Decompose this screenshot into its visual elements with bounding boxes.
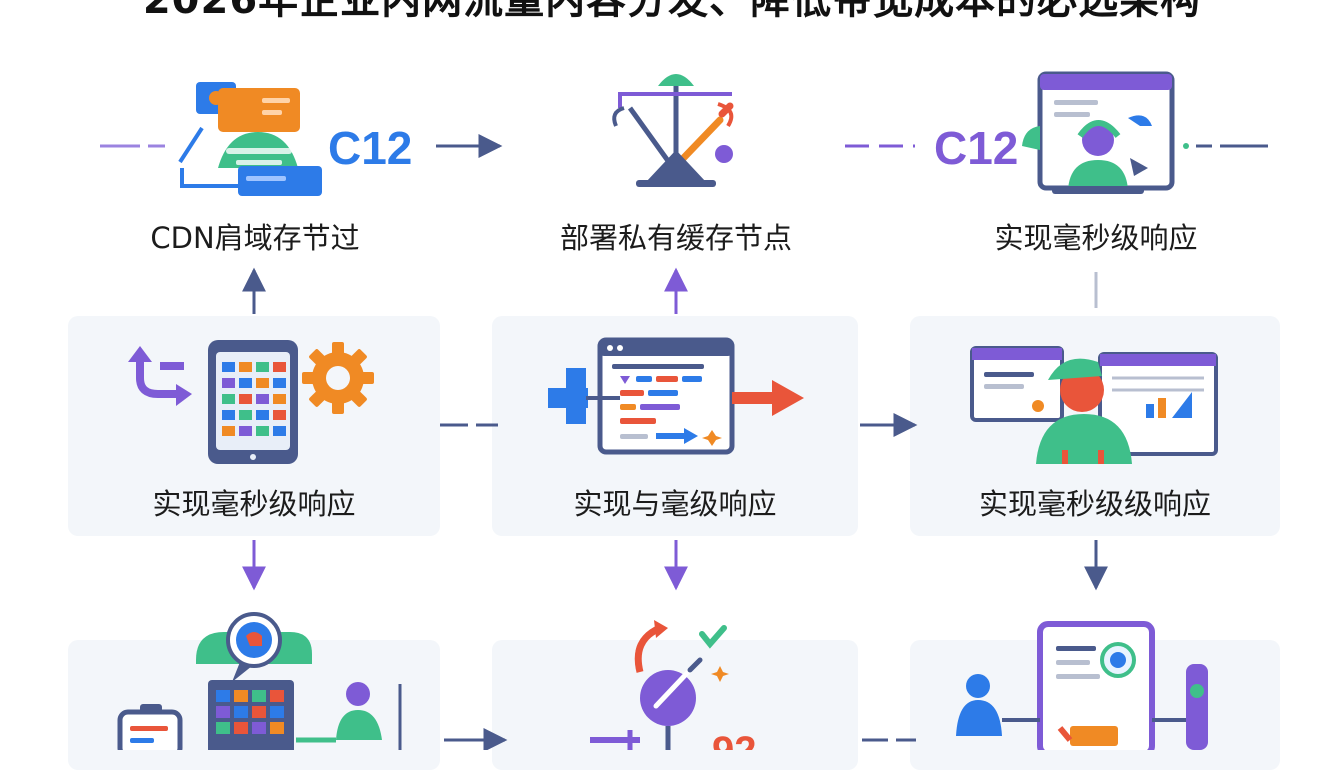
row2-col2-label: 实现与毫级响应	[573, 487, 777, 521]
badge-92-row3-col2: 92	[712, 729, 757, 750]
row1-col2-label: 部署私有缓存节点	[559, 221, 792, 255]
page-title: 2026年企业内网流量内容分发、降低带宽成本的必选架构	[142, 0, 1202, 23]
document-people-icon	[956, 621, 1208, 750]
tablet-grid-icon	[208, 340, 298, 464]
balance-scale-icon	[612, 74, 734, 187]
gear-icon	[302, 342, 374, 414]
row1-col1-label: CDN肩域存节过	[150, 221, 360, 255]
badge-c12-row1-col3: C12	[934, 122, 1018, 174]
cycle-arrows-icon	[128, 346, 192, 406]
row2-col1-label: 实现毫秒级响应	[152, 487, 356, 521]
calendar-chat-icon	[117, 612, 402, 750]
server-stack-icon	[178, 82, 322, 196]
target-check-icon	[590, 620, 729, 750]
row1-col3-label: 实现毫秒级响应	[994, 221, 1198, 255]
connector-row1-right-dashed	[1183, 143, 1268, 149]
flow-diagram: C12 C12	[100, 71, 1268, 750]
monitor-user-icon	[1022, 71, 1175, 194]
dashboard-user-icon	[970, 346, 1218, 464]
badge-c12-row1-col1: C12	[328, 122, 412, 174]
row2-col3-label: 实现毫秒级级响应	[978, 487, 1211, 521]
code-editor-icon	[548, 337, 804, 455]
